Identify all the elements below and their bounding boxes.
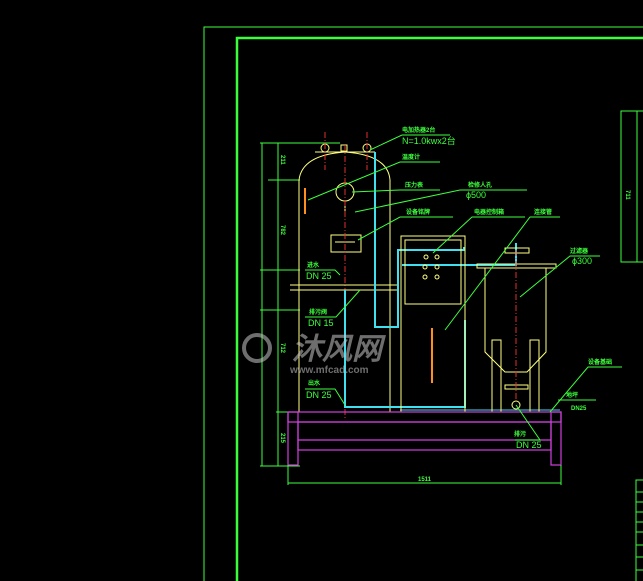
outer-frame: [203, 26, 643, 581]
heater-spec: N=1.0kwx2台: [402, 135, 456, 146]
dim-left-mid: 782: [279, 225, 285, 236]
dim-left-top: 211: [279, 155, 285, 165]
bottom-label: 排污: [514, 430, 526, 438]
water-tank: [290, 132, 398, 420]
base: 1511: [287, 411, 562, 485]
heater-label: 电加热器2台: [402, 126, 435, 134]
ground-spec: DN25: [571, 406, 587, 412]
filter-spec: ϕ300: [572, 256, 592, 266]
pressure-label: 压力表: [405, 181, 424, 189]
base-label: 设备基础: [588, 358, 612, 366]
inner-frame: [235, 36, 643, 581]
outlet-spec: DN 25: [306, 390, 332, 400]
left-dimensions: 211 782 712 215: [260, 142, 340, 467]
dim-left-low: 712: [279, 343, 285, 354]
inlet-spec: DN 25: [306, 271, 332, 281]
outlet-label: 出水: [308, 379, 321, 387]
annotations: 电加热器2台 N=1.0kwx2台 温度计 压力表 检修人孔 ϕ500 设备铭牌…: [305, 126, 622, 450]
pipe-label: 连接管: [534, 208, 552, 216]
ground-label: 地坪: [566, 391, 578, 399]
filter-label: 过滤器: [570, 247, 589, 255]
bottom-spec: DN 25: [516, 440, 542, 450]
manhole-label: 检修人孔: [468, 181, 492, 189]
dim-left-base: 215: [279, 433, 285, 444]
gauge-label: 温度计: [402, 153, 420, 161]
watermark-logo-text: 沐风网: [292, 333, 386, 366]
control-box: [400, 235, 466, 413]
watermark: 沐风网 www.mfcad.com: [242, 333, 386, 376]
title-block: [635, 479, 643, 581]
drain-spec: DN 15: [308, 318, 334, 328]
inlet-label: 进水: [307, 261, 320, 269]
width-dimension: 1511: [418, 477, 432, 483]
nameplate-label: 设备铭牌: [406, 208, 430, 216]
drain-label: 排污阀: [309, 308, 327, 316]
dim-right: 711: [624, 190, 630, 200]
control-label: 电器控制箱: [474, 208, 504, 216]
right-dimension: 711: [620, 110, 643, 263]
manhole-spec: ϕ500: [466, 190, 486, 200]
filter: [476, 247, 557, 413]
watermark-url: www.mfcad.com: [289, 365, 369, 376]
